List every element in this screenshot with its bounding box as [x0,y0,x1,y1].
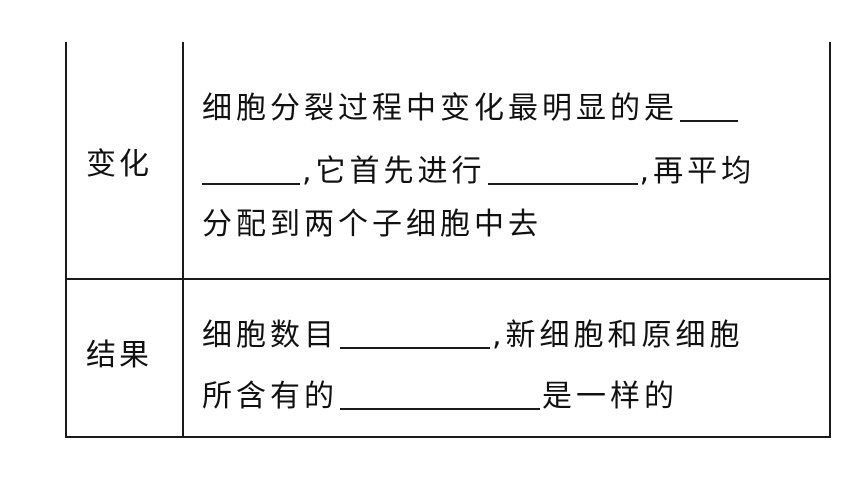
row2-line1: 细胞数目 ,新细胞和原细胞 [202,313,744,351]
table-right-border [829,42,831,438]
fill-in-blank-1-continued[interactable] [202,153,300,185]
fill-in-blank-1[interactable] [680,90,738,122]
row2-line1-tail: ,新细胞和原细胞 [492,318,744,353]
row1-line2-tail: ,再平均 [639,154,756,189]
table-row-divider [65,278,831,280]
table-bottom-border [65,436,831,438]
row-label-result: 结果 [86,338,152,373]
fill-in-blank-3[interactable] [340,317,490,349]
row2-line2: 所含有的 是一样的 [202,374,678,412]
row1-line1: 细胞分裂过程中变化最明显的是 [202,86,740,124]
row-label-change: 变化 [86,147,152,182]
fill-in-blank-4[interactable] [340,378,540,410]
fill-in-blank-2[interactable] [487,153,638,185]
row2-line2-text: 所含有的 [202,379,338,414]
table-left-border [65,42,67,438]
row2-line1-text: 细胞数目 [202,318,338,353]
row1-line2-text: ,它首先进行 [302,154,486,189]
row1-line3: 分配到两个子细胞中去 [202,210,542,240]
table-column-divider [182,42,184,438]
row1-line2: ,它首先进行 ,再平均 [202,149,755,187]
row2-line2-tail: 是一样的 [542,379,678,414]
row1-line3-text: 分配到两个子细胞中去 [202,207,542,242]
row1-line1-text: 细胞分裂过程中变化最明显的是 [202,91,678,126]
